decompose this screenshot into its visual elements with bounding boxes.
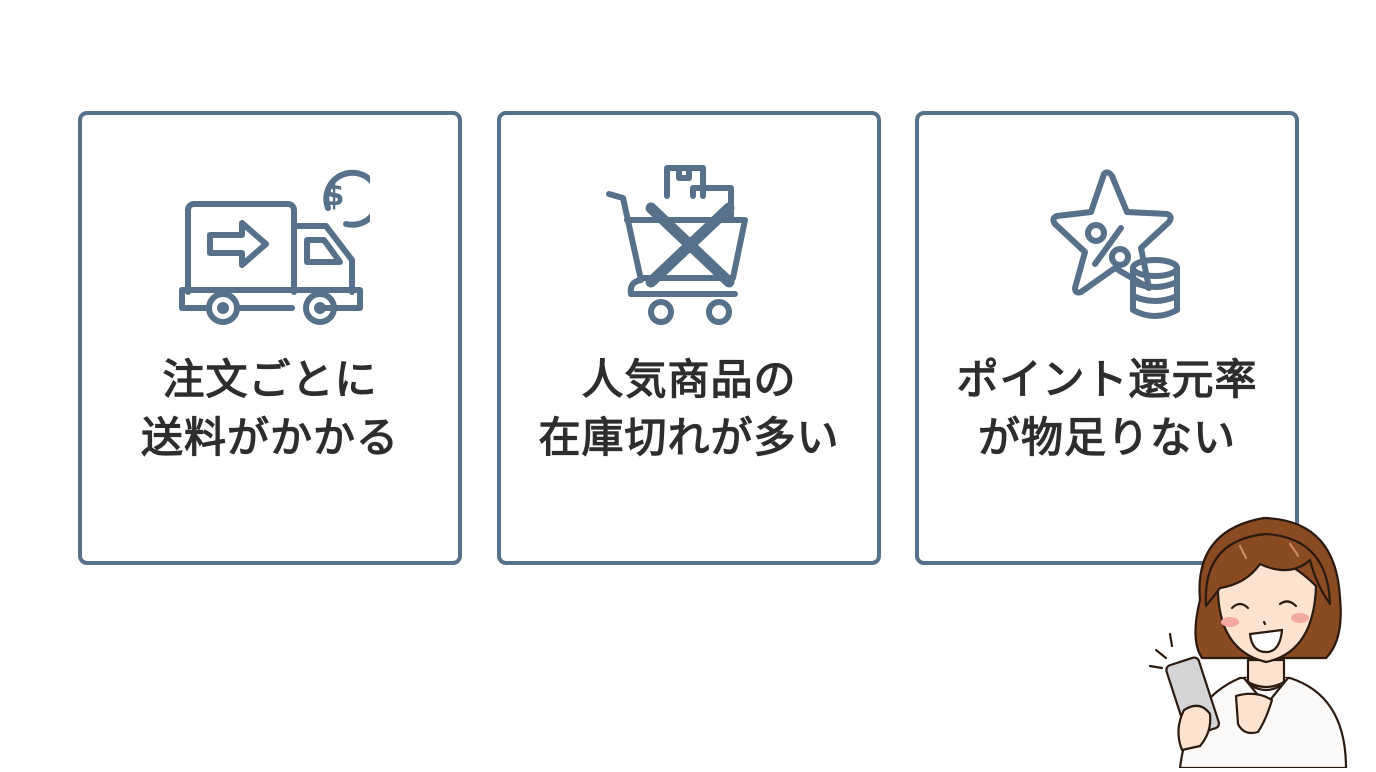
problem-card-shipping-fee: $ 注文ごとに 送料がかかる	[78, 111, 462, 565]
problem-card-out-of-stock: 人気商品の 在庫切れが多い	[497, 111, 881, 565]
card-label-line-1: ポイント還元率	[956, 355, 1258, 404]
problem-card-point-rate: ポイント還元率 が物足りない	[915, 111, 1299, 565]
card-label-line-1: 注文ごとに	[162, 355, 378, 404]
card-label-line-2: が物足りない	[977, 413, 1236, 462]
cart-out-of-stock-icon	[589, 160, 789, 330]
star-percent-coins-icon	[1007, 160, 1207, 330]
card-label-line-2: 送料がかかる	[140, 413, 399, 462]
card-label: 注文ごとに 送料がかかる	[82, 351, 458, 467]
card-label-line-1: 人気商品の	[581, 355, 797, 404]
svg-text:$: $	[324, 178, 345, 213]
card-label: ポイント還元率 が物足りない	[919, 351, 1295, 467]
smiling-woman-with-phone-illustration	[1140, 500, 1376, 770]
card-label: 人気商品の 在庫切れが多い	[501, 351, 877, 467]
card-label-line-2: 在庫切れが多い	[538, 413, 840, 462]
delivery-truck-dollar-icon: $	[170, 160, 382, 330]
